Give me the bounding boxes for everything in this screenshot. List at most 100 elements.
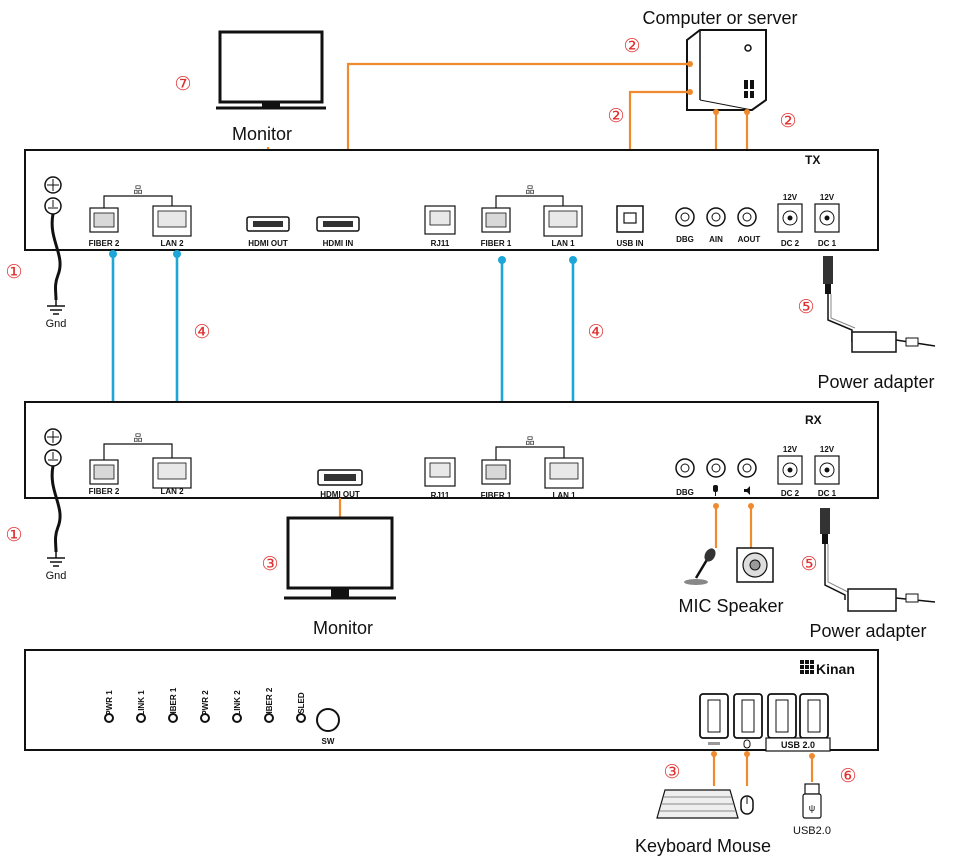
power-adapter-rx-label: Power adapter: [809, 621, 926, 641]
rx-fiber2-port: [89, 459, 119, 485]
network-icon: 品: [525, 185, 534, 195]
monitor-rx-label: Monitor: [313, 618, 373, 638]
tx-fiber1-label: FIBER 1: [481, 239, 512, 248]
sw-button[interactable]: [316, 708, 340, 732]
led-label: LINK 2: [233, 690, 242, 716]
led-indicator: [104, 713, 114, 723]
rx-mic-jack: [706, 458, 726, 478]
tx-fiber2-label: FIBER 2: [89, 239, 120, 248]
sw-label: SW: [322, 737, 335, 746]
rx-lan1-port: [544, 457, 584, 489]
mic-speaker-label: MIC Speaker: [678, 596, 783, 616]
mic-symbol-icon: [713, 485, 718, 496]
tx-fiber1-port: [481, 207, 511, 233]
rx-lan1-label: LAN 1: [552, 491, 576, 500]
rx-hdmi-out-port: [317, 469, 363, 486]
monitor-tx-label: Monitor: [232, 124, 292, 144]
rx-dbg-label: DBG: [676, 488, 694, 497]
tx-usb-in-port: [616, 205, 644, 233]
brand-label: Kinan: [816, 661, 855, 677]
marker-7: ⑦: [174, 74, 191, 95]
brand-logo-icon: [800, 660, 814, 674]
network-icon: 品: [133, 433, 142, 443]
ground-wire: [50, 465, 62, 553]
tx-dc2-voltage: 12V: [783, 193, 798, 202]
usb-port-mouse: [733, 693, 763, 739]
marker-1-tx: ①: [5, 262, 22, 283]
network-icon: 品: [133, 185, 142, 195]
led-label: PWR 2: [201, 690, 210, 716]
rx-fiber1-label: FIBER 1: [481, 491, 512, 500]
marker-2-audio: ②: [779, 111, 796, 132]
monitor-tx-icon: [216, 30, 326, 110]
marker-3-keyboard: ③: [663, 762, 680, 783]
marker-3-monitor: ③: [261, 554, 278, 575]
mouse-port-symbol-icon: [743, 739, 751, 749]
tx-aout-jack: [737, 207, 757, 227]
tx-dc1-label: DC 1: [818, 239, 837, 248]
ground-symbol-icon: [47, 300, 65, 315]
tx-hdmi-in-port: [316, 216, 360, 232]
keyboard-port-symbol-icon: [708, 742, 720, 745]
led-indicator: [168, 713, 178, 723]
rx-fiber2-label: FIBER 2: [89, 487, 120, 496]
tx-ain-jack: [706, 207, 726, 227]
tx-label: TX: [805, 153, 820, 167]
ground-wire: [50, 213, 62, 301]
led-indicator: [296, 713, 306, 723]
power-plug-tx-icon: [823, 256, 936, 353]
mouse-icon: [740, 795, 754, 815]
tx-lan1-label: LAN 1: [551, 239, 575, 248]
rx-rj11-label: RJ11: [431, 491, 450, 500]
usb-port-4: [799, 693, 829, 739]
microphone-icon: [684, 548, 716, 585]
tx-rj11-label: RJ11: [431, 239, 450, 248]
marker-6: ⑥: [839, 766, 856, 787]
rx-speaker-jack: [737, 458, 757, 478]
led-indicator: [200, 713, 210, 723]
rx-dc2-label: DC 2: [781, 489, 800, 498]
rx-dc2-voltage: 12V: [783, 445, 798, 454]
speaker-symbol-icon: [744, 486, 750, 495]
svg-text:ψ: ψ: [809, 803, 815, 813]
keyboard-mouse-label: Keyboard Mouse: [635, 836, 771, 856]
usb-port-keyboard: [699, 693, 729, 739]
marker-4-right: ④: [587, 322, 604, 343]
usb20-box: [765, 737, 831, 752]
marker-2-usb: ②: [607, 106, 624, 127]
led-label: SLED: [297, 692, 306, 714]
tx-hdmi-out-port: [246, 216, 290, 232]
rx-rj11-port: [424, 457, 456, 487]
network-icon: 品: [525, 436, 534, 446]
led-indicator: [264, 713, 274, 723]
marker-5-rx: ⑤: [800, 554, 817, 575]
tx-ain-label: AIN: [709, 235, 723, 244]
marker-1-rx: ①: [5, 525, 22, 546]
rx-dbg-jack: [675, 458, 695, 478]
ground-symbol-icon: [47, 552, 65, 567]
marker-2-top: ②: [623, 36, 640, 57]
computer-label: Computer or server: [642, 8, 797, 28]
rx-lan2-label: LAN 2: [160, 487, 184, 496]
tx-hdmi-out-label: HDMI OUT: [248, 239, 288, 248]
computer-icon: [686, 29, 767, 111]
led-indicator: [136, 713, 146, 723]
tx-aout-label: AOUT: [738, 235, 761, 244]
rx-label: RX: [805, 413, 822, 427]
led-label: LINK 1: [137, 690, 146, 716]
keyboard-icon: [656, 789, 739, 819]
usb20-device-label: USB2.0: [793, 825, 831, 837]
rx-dc1-jack: [814, 455, 840, 485]
tx-lan1-port: [543, 205, 583, 237]
rx-lan2-port: [152, 457, 192, 489]
power-plug-rx-icon: [820, 508, 936, 612]
led-label: PWR 1: [105, 690, 114, 716]
monitor-rx-icon: [284, 516, 396, 600]
tx-dc1-voltage: 12V: [820, 193, 835, 202]
marker-4-left: ④: [193, 322, 210, 343]
speaker-icon: [736, 547, 774, 583]
tx-rj11-port: [424, 205, 456, 235]
tx-dc1-jack: [814, 203, 840, 233]
tx-dbg-jack: [675, 207, 695, 227]
